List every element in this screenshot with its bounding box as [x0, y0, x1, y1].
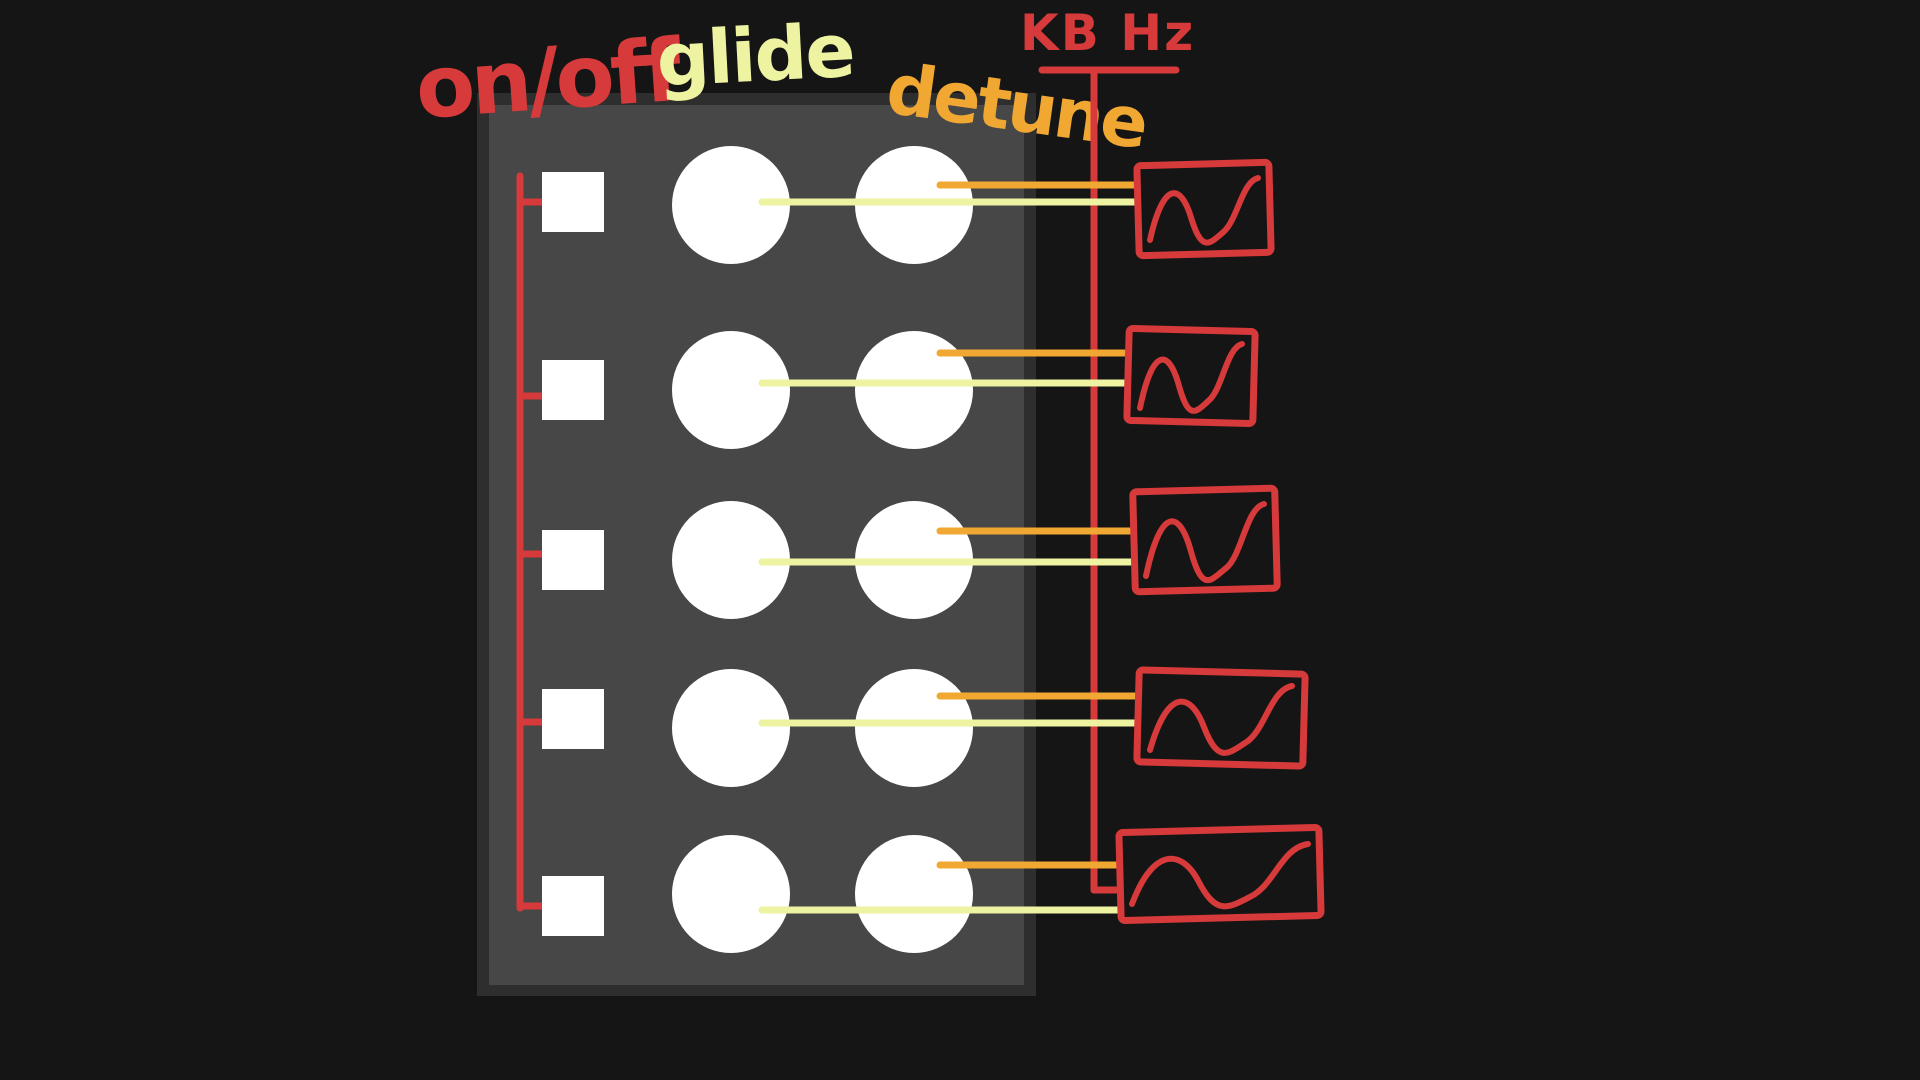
synth-row	[516, 146, 1275, 264]
waveform-squiggle	[1129, 841, 1311, 910]
waveform-squiggle	[1147, 175, 1261, 246]
detune-knob-2[interactable]	[855, 331, 973, 449]
waveform-squiggle	[1137, 341, 1245, 414]
synth-row	[516, 484, 1281, 619]
waveform-5[interactable]	[1115, 824, 1325, 924]
toggle-3[interactable]	[542, 530, 604, 590]
toggle-4[interactable]	[542, 689, 604, 749]
glide-knob-2[interactable]	[672, 331, 790, 449]
waveform-3[interactable]	[1129, 484, 1281, 596]
synth-row	[516, 666, 1309, 787]
label-glide: glide	[654, 8, 855, 104]
synth-row	[516, 324, 1259, 449]
toggle-2[interactable]	[542, 360, 604, 420]
synth-row	[516, 824, 1325, 953]
waveform-squiggle	[1147, 683, 1295, 756]
detune-knob-4[interactable]	[855, 669, 973, 787]
kbhz-bus-line	[1038, 66, 1180, 894]
waveform-4[interactable]	[1133, 666, 1309, 770]
label-kbhz: KB Hz	[1020, 4, 1195, 62]
waveform-2[interactable]	[1123, 324, 1259, 428]
label-onoff: on/off	[412, 21, 686, 139]
glide-knob-3[interactable]	[672, 501, 790, 619]
waveform-squiggle	[1143, 501, 1267, 583]
rows-layer	[516, 146, 1325, 953]
waveform-1[interactable]	[1133, 158, 1275, 260]
glide-knob-1[interactable]	[672, 146, 790, 264]
toggle-1[interactable]	[542, 172, 604, 232]
glide-knob-5[interactable]	[672, 835, 790, 953]
glide-knob-4[interactable]	[672, 669, 790, 787]
toggle-5[interactable]	[542, 876, 604, 936]
detune-knob-5[interactable]	[855, 835, 973, 953]
